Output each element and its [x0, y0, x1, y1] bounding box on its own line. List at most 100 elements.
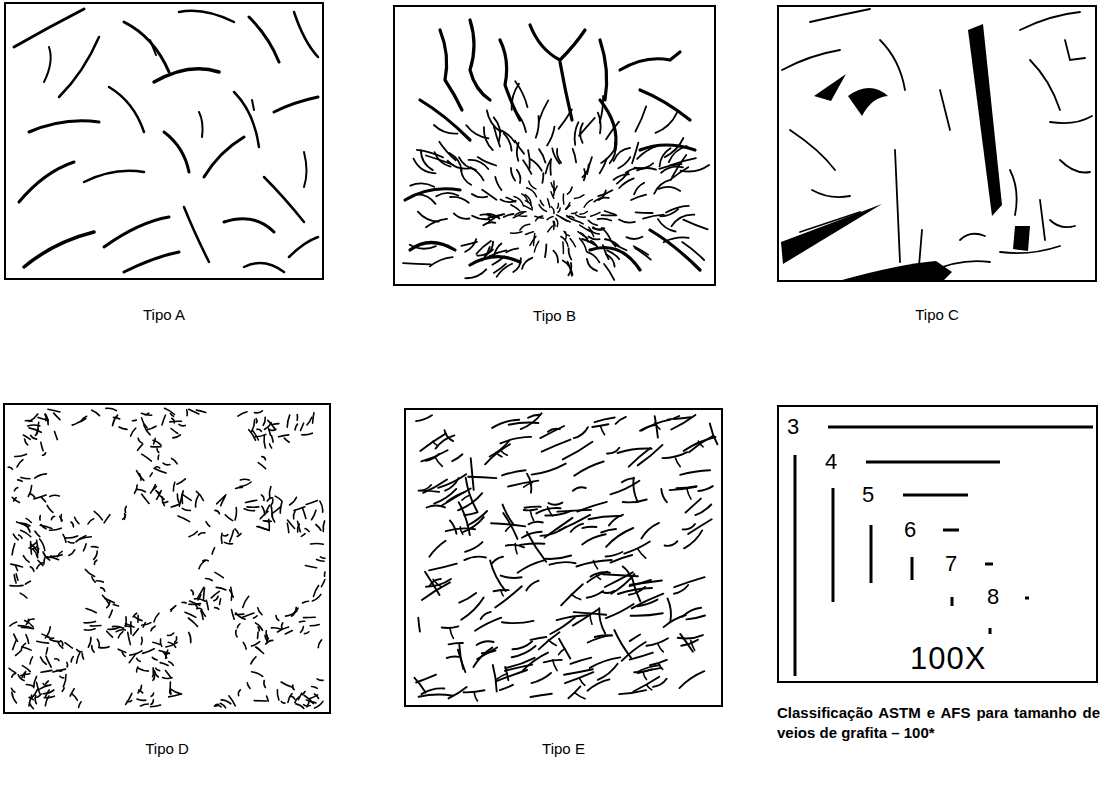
graphite-fragment — [168, 642, 176, 647]
graphite-fragment — [524, 206, 532, 210]
graphite-fragment — [681, 165, 710, 172]
micrograph-frame: 345678100XClassificação ASTM e AFS para … — [777, 405, 1098, 683]
graphite-fragment — [278, 627, 289, 632]
graphite-fragment — [46, 681, 49, 684]
type-c-flakes — [781, 9, 1092, 280]
graphite-fragment — [582, 239, 596, 245]
graphite-fragment — [528, 150, 530, 168]
graphite-fragment — [71, 522, 73, 527]
graphite-fragment — [160, 663, 168, 666]
graphite-fragment — [539, 205, 547, 212]
graphite-fragment — [25, 439, 28, 445]
graphite-fragment — [28, 486, 31, 497]
graphite-flake — [528, 415, 540, 418]
graphite-fragment — [12, 544, 15, 555]
graphite-branch — [659, 663, 663, 669]
graphite-fragment — [618, 157, 630, 168]
graphite-fragment — [107, 631, 113, 637]
graphite-flake — [641, 420, 670, 431]
graphite-fragment — [243, 596, 249, 607]
graphite-fragment — [275, 496, 282, 501]
graphite-flake — [665, 541, 678, 546]
graphite-flake — [426, 579, 451, 587]
graphite-fragment — [302, 692, 305, 695]
graphite-fragment — [534, 241, 539, 252]
type-label: Tipo B — [533, 307, 576, 324]
graphite-branch — [687, 488, 691, 499]
graphite-flake — [587, 572, 607, 583]
graphite-flake — [698, 486, 712, 491]
graphite-fragment — [266, 631, 268, 639]
graphite-fragment — [238, 412, 247, 416]
graphite-fragment — [83, 544, 86, 551]
graphite-fragment — [286, 611, 298, 616]
graphite-fragment — [247, 506, 259, 508]
graphite-fragment — [126, 693, 132, 704]
graphite-fragment — [471, 167, 484, 180]
graphite-fragment — [38, 417, 48, 420]
graphite-flake — [500, 437, 531, 444]
graphite-flake — [624, 542, 650, 554]
graphite-flake — [458, 493, 482, 510]
graphite-fragment — [301, 534, 305, 537]
graphite-fragment — [305, 566, 316, 568]
graphite-branch — [638, 549, 646, 558]
graphite-flake — [611, 481, 640, 495]
graphite-fragment — [563, 261, 572, 276]
graphite-fragment — [576, 215, 586, 217]
graphite-flake — [529, 522, 543, 524]
graphite-flake — [471, 458, 474, 490]
graphite-fragment — [575, 195, 584, 199]
graphite-flake — [420, 433, 446, 451]
graphite-fragment — [572, 212, 577, 214]
graphite-fragment — [39, 516, 41, 520]
graphite-fragment — [182, 491, 183, 504]
graphite-fragment — [215, 510, 220, 513]
graphite-fragment — [517, 143, 519, 161]
graphite-fragment — [141, 637, 142, 644]
micrograph-frame: Tipo E — [404, 408, 723, 707]
graphite-fragment — [556, 218, 558, 226]
graphite-fragment — [26, 518, 31, 522]
graphite-fragment — [576, 221, 584, 224]
graphite-flake — [423, 480, 447, 493]
graphite-fragment — [530, 236, 536, 245]
type-label: Tipo E — [542, 740, 585, 757]
graphite-fragment — [122, 652, 125, 656]
graphite-flake — [680, 470, 710, 475]
graphite-fragment — [634, 246, 648, 255]
graphite-fragment — [251, 657, 256, 664]
graphite-flake — [606, 552, 623, 557]
graphite-fragment — [659, 164, 681, 169]
graphite-fragment — [30, 567, 34, 572]
graphite-flake — [661, 489, 667, 502]
graphite-flake — [679, 671, 704, 688]
graphite-flake — [481, 612, 491, 619]
graphite-fragment — [605, 211, 616, 215]
graphite-branch — [594, 561, 598, 569]
graphite-fragment — [31, 435, 37, 439]
graphite-fragment — [206, 522, 210, 527]
graphite-fragment — [604, 264, 614, 280]
size-number: 7 — [945, 553, 957, 575]
graphite-flake — [492, 420, 519, 428]
graphite-fragment — [631, 195, 646, 200]
graphite-fragment — [22, 673, 24, 678]
graphite-fragment — [552, 221, 554, 229]
graphite-flake — [600, 100, 616, 150]
graphite-fragment — [203, 560, 209, 561]
graphite-fragment — [177, 494, 179, 503]
graphite-flake — [539, 632, 560, 649]
graphite-flake — [429, 564, 457, 571]
graphite-fragment — [436, 193, 458, 196]
graphite-fragment — [41, 657, 47, 664]
graphite-fragment — [526, 232, 534, 235]
graphite-fragment — [42, 453, 45, 455]
graphite-flake — [473, 648, 492, 667]
graphite-flake — [631, 613, 663, 616]
graphite-fragment — [22, 666, 30, 672]
graphite-fragment — [57, 669, 62, 672]
graphite-flake — [546, 556, 571, 559]
graphite-flake — [421, 450, 447, 461]
graphite-fragment — [137, 658, 141, 661]
